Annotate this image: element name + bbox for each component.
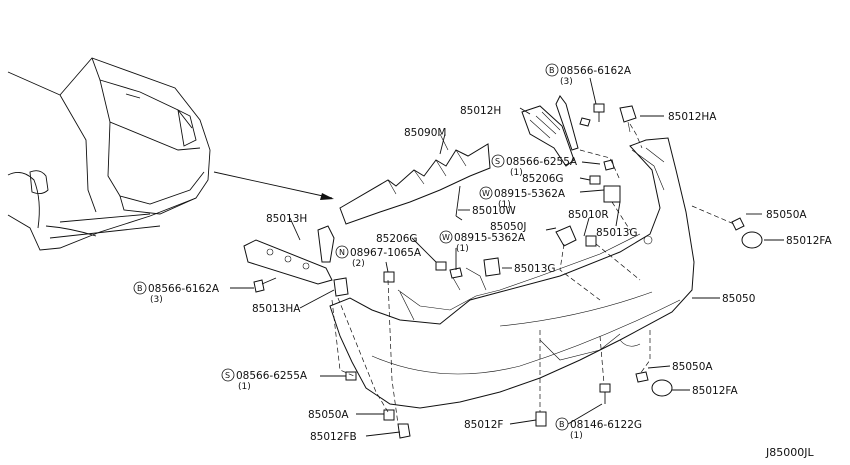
screw-symbol-low-letter: S xyxy=(225,371,230,380)
bolt-symbol-letter: B xyxy=(549,66,555,75)
bolt-symbol-bottom-letter: B xyxy=(559,420,565,429)
qty-3-left: (3) xyxy=(150,295,163,305)
direction-arrow xyxy=(213,171,334,200)
bracket-85012H xyxy=(521,95,579,167)
label-85012FA-right: 85012FA xyxy=(786,235,832,247)
qty-1-washer-top: (1) xyxy=(498,200,511,210)
qty-1-screw-top: (1) xyxy=(510,168,523,178)
bolt-left xyxy=(253,277,277,293)
small-parts-middle xyxy=(383,159,621,283)
energy-absorber-85090M xyxy=(339,133,491,225)
bolt-symbol-left-icon xyxy=(133,281,147,295)
label-85012F: 85012F xyxy=(464,419,503,431)
label-08915-5362A-top: 08915-5362A xyxy=(494,188,566,200)
label-85050: 85050 xyxy=(722,293,755,305)
bolt-top xyxy=(579,103,605,127)
label-08566-6162A-left: 08566-6162A xyxy=(148,283,220,295)
nut-symbol-letter: N xyxy=(339,248,345,257)
fasteners-bottom xyxy=(345,371,611,439)
qty-1-screw-low: (1) xyxy=(238,382,251,392)
washer-symbol-mid-icon xyxy=(439,230,453,244)
screw-symbol-letter: S xyxy=(495,157,500,166)
qty-3-top: (3) xyxy=(560,77,573,87)
label-85010R: 85010R xyxy=(568,209,609,221)
washer-symbol-mid-letter: W xyxy=(442,233,450,242)
qty-1-washer-mid: (1) xyxy=(456,244,469,254)
label-85012FA-low: 85012FA xyxy=(692,385,738,397)
part-labels: 85090M 85012H B 08566-6162A (3) 85012HA … xyxy=(133,63,832,459)
label-08967-1065A: 08967-1065A xyxy=(350,247,422,259)
label-85013G-right: 85013G xyxy=(596,227,638,239)
vehicle-rear-illustration xyxy=(7,57,211,251)
diagram-code: J85000JL xyxy=(765,446,814,459)
label-85206G-mid: 85206G xyxy=(376,233,418,245)
label-85012FB: 85012FB xyxy=(310,431,357,443)
label-85013H: 85013H xyxy=(266,213,307,225)
dashed-leaders xyxy=(331,123,735,425)
label-85050J: 85050J xyxy=(490,221,527,233)
label-85013G-mid: 85013G xyxy=(514,263,556,275)
nut-symbol-icon xyxy=(335,245,349,259)
bolt-symbol-bottom-icon xyxy=(555,417,569,431)
bracket-85013H xyxy=(243,225,335,285)
label-85012H: 85012H xyxy=(460,105,501,117)
label-08566-6255A-top: 08566-6255A xyxy=(506,156,578,168)
label-85010W: 85010W xyxy=(472,205,516,217)
label-08566-6255A-low: 08566-6255A xyxy=(236,370,308,382)
bumper-fascia-85050 xyxy=(329,137,695,409)
label-08146-6122G: 08146-6122G xyxy=(570,419,642,431)
washer-symbol-icon xyxy=(479,186,493,200)
label-85050A-bottom: 85050A xyxy=(308,409,349,421)
qty-1-bolt-bottom: (1) xyxy=(570,431,583,441)
label-85050A-low: 85050A xyxy=(672,361,713,373)
label-08915-5362A-mid: 08915-5362A xyxy=(454,232,526,244)
label-85090M: 85090M xyxy=(404,127,446,139)
label-85206G-top: 85206G xyxy=(522,173,564,185)
clip-85013HA xyxy=(333,277,349,297)
leader-lines xyxy=(230,77,784,437)
bolt-symbol-icon xyxy=(545,63,559,77)
screw-symbol-low-icon xyxy=(221,368,235,382)
bolt-symbol-left-letter: B xyxy=(137,284,143,293)
screw-symbol-icon xyxy=(491,154,505,168)
label-85012HA: 85012HA xyxy=(668,111,717,123)
label-85013HA: 85013HA xyxy=(252,303,301,315)
label-08566-6162A-top: 08566-6162A xyxy=(560,65,632,77)
clip-85012HA xyxy=(619,105,637,133)
label-85050A-right: 85050A xyxy=(766,209,807,221)
qty-2-nut: (2) xyxy=(352,259,365,269)
caps-right xyxy=(635,217,763,397)
washer-symbol-letter: W xyxy=(482,189,490,198)
